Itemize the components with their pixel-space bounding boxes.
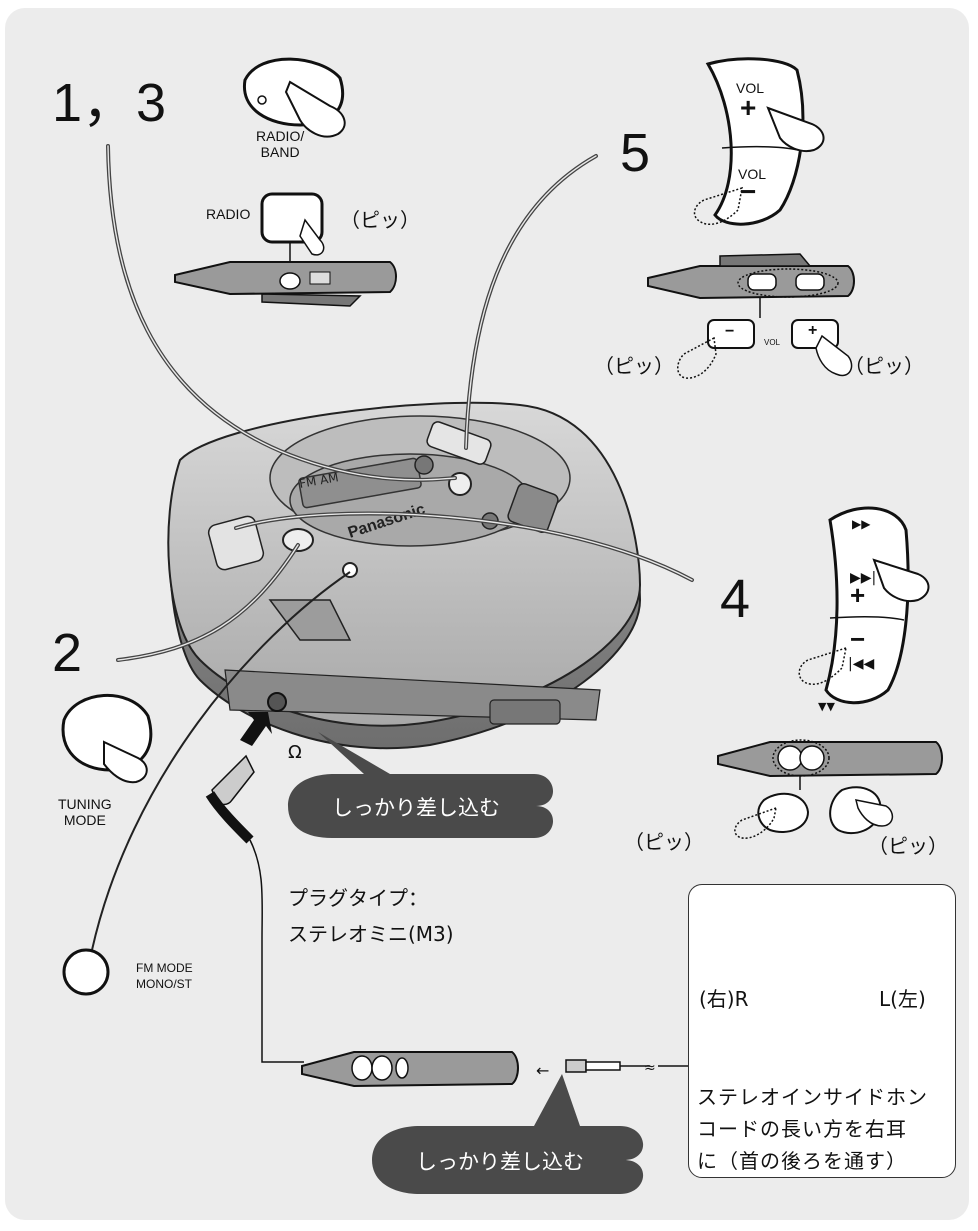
headphone-plug [205, 754, 255, 844]
callout-text-1: しっかり差し込む [332, 796, 500, 820]
left-ear-label: L(左) [879, 987, 926, 1011]
hand-icon [766, 106, 825, 152]
headphone-icon: Ω [288, 742, 302, 763]
radio-remote-label: RADIO [206, 206, 251, 222]
hand-icon [299, 218, 325, 256]
callout-2 [372, 1074, 644, 1194]
vol-minus-label: VOL [738, 166, 767, 182]
callout-text-2: しっかり差し込む [416, 1150, 584, 1174]
hand-icon-dotted [734, 806, 777, 839]
vol-plus-label: VOL [736, 80, 765, 96]
right-ear-label: (右)R [699, 987, 749, 1011]
headphone-cord [249, 839, 304, 1063]
insert-arrow-icon: ← [536, 1061, 549, 1080]
hand-icon [103, 740, 148, 784]
beep-text-4: （ピッ） [624, 830, 704, 854]
step-label-1-3: 1，3 [52, 73, 167, 133]
hand-icon-dotted [693, 186, 743, 226]
cd-player [167, 401, 642, 750]
remote-minus-sign: − [725, 323, 735, 340]
hand-icon [815, 334, 853, 377]
leader-lines [106, 144, 694, 662]
step-label-5: 5 [620, 123, 651, 183]
remote-control-3 [717, 739, 943, 778]
cord-break-icon: ≈ [644, 1060, 656, 1076]
remote-control-1 [174, 261, 397, 307]
skip-rocker[interactable] [824, 506, 910, 705]
beep-text-5: （ピッ） [868, 834, 948, 858]
radio-band-label: RADIO/ BAND [256, 128, 305, 160]
remote-plus-sign: + [808, 322, 818, 339]
tuning-mode-button[interactable] [61, 694, 153, 772]
vol-plus-sign: + [740, 92, 757, 123]
inset-note-line-1: ステレオインサイドホン [697, 1085, 928, 1109]
band-label: FM AM [298, 470, 339, 491]
beep-text-3: （ピッ） [844, 354, 924, 378]
skip-next-icon: ▶▶| [850, 570, 876, 586]
fm-mode-button[interactable] [62, 948, 110, 996]
beep-text-2: （ピッ） [594, 354, 674, 378]
hand-icon-dotted [798, 646, 847, 685]
beep-text-1: （ピッ） [340, 208, 420, 232]
vol-small-label: VOL [764, 338, 781, 347]
tuning-mode-label: TUNING MODE [58, 796, 112, 828]
remote-control-2 [647, 253, 855, 300]
vol-minus-sign: − [740, 176, 757, 207]
vol-rocker[interactable] [705, 57, 805, 226]
inset-note-line-3: に（首の後ろを通す） [697, 1149, 907, 1173]
insert-arrow-icon [240, 712, 272, 746]
skip-plus-sign: + [850, 580, 866, 610]
inset-note-line-2: コードの長い方を右耳 [697, 1117, 907, 1141]
fm-mode-label: FM MODE MONO/ST [136, 961, 193, 991]
rewind-icon: ▼▼ [818, 700, 835, 713]
remote-skip-minus-button[interactable] [757, 792, 810, 833]
plug-type-text: プラグタイプ： ステレオミニ(M3) [288, 886, 454, 946]
earphone-plug [565, 1059, 621, 1073]
step-label-4: 4 [720, 569, 751, 629]
step-label-2: 2 [52, 623, 83, 683]
fast-forward-icon: ▶▶ [852, 517, 871, 531]
skip-prev-icon: |◀◀ [848, 656, 874, 672]
earphone-inset: (右)R L(左) ステレオインサイドホン コードの長い方を右耳 に（首の後ろを… [688, 884, 956, 1178]
hand-icon [284, 80, 346, 138]
hand-icon-dotted [677, 336, 717, 379]
remote-vol-minus-button[interactable] [707, 319, 755, 349]
hand-icon [854, 799, 894, 827]
hand-icon [872, 558, 930, 602]
fm-mode-line [91, 571, 351, 951]
callout-1 [288, 732, 554, 838]
remote-control-4 [301, 1051, 519, 1088]
skip-minus-sign: − [850, 624, 866, 654]
